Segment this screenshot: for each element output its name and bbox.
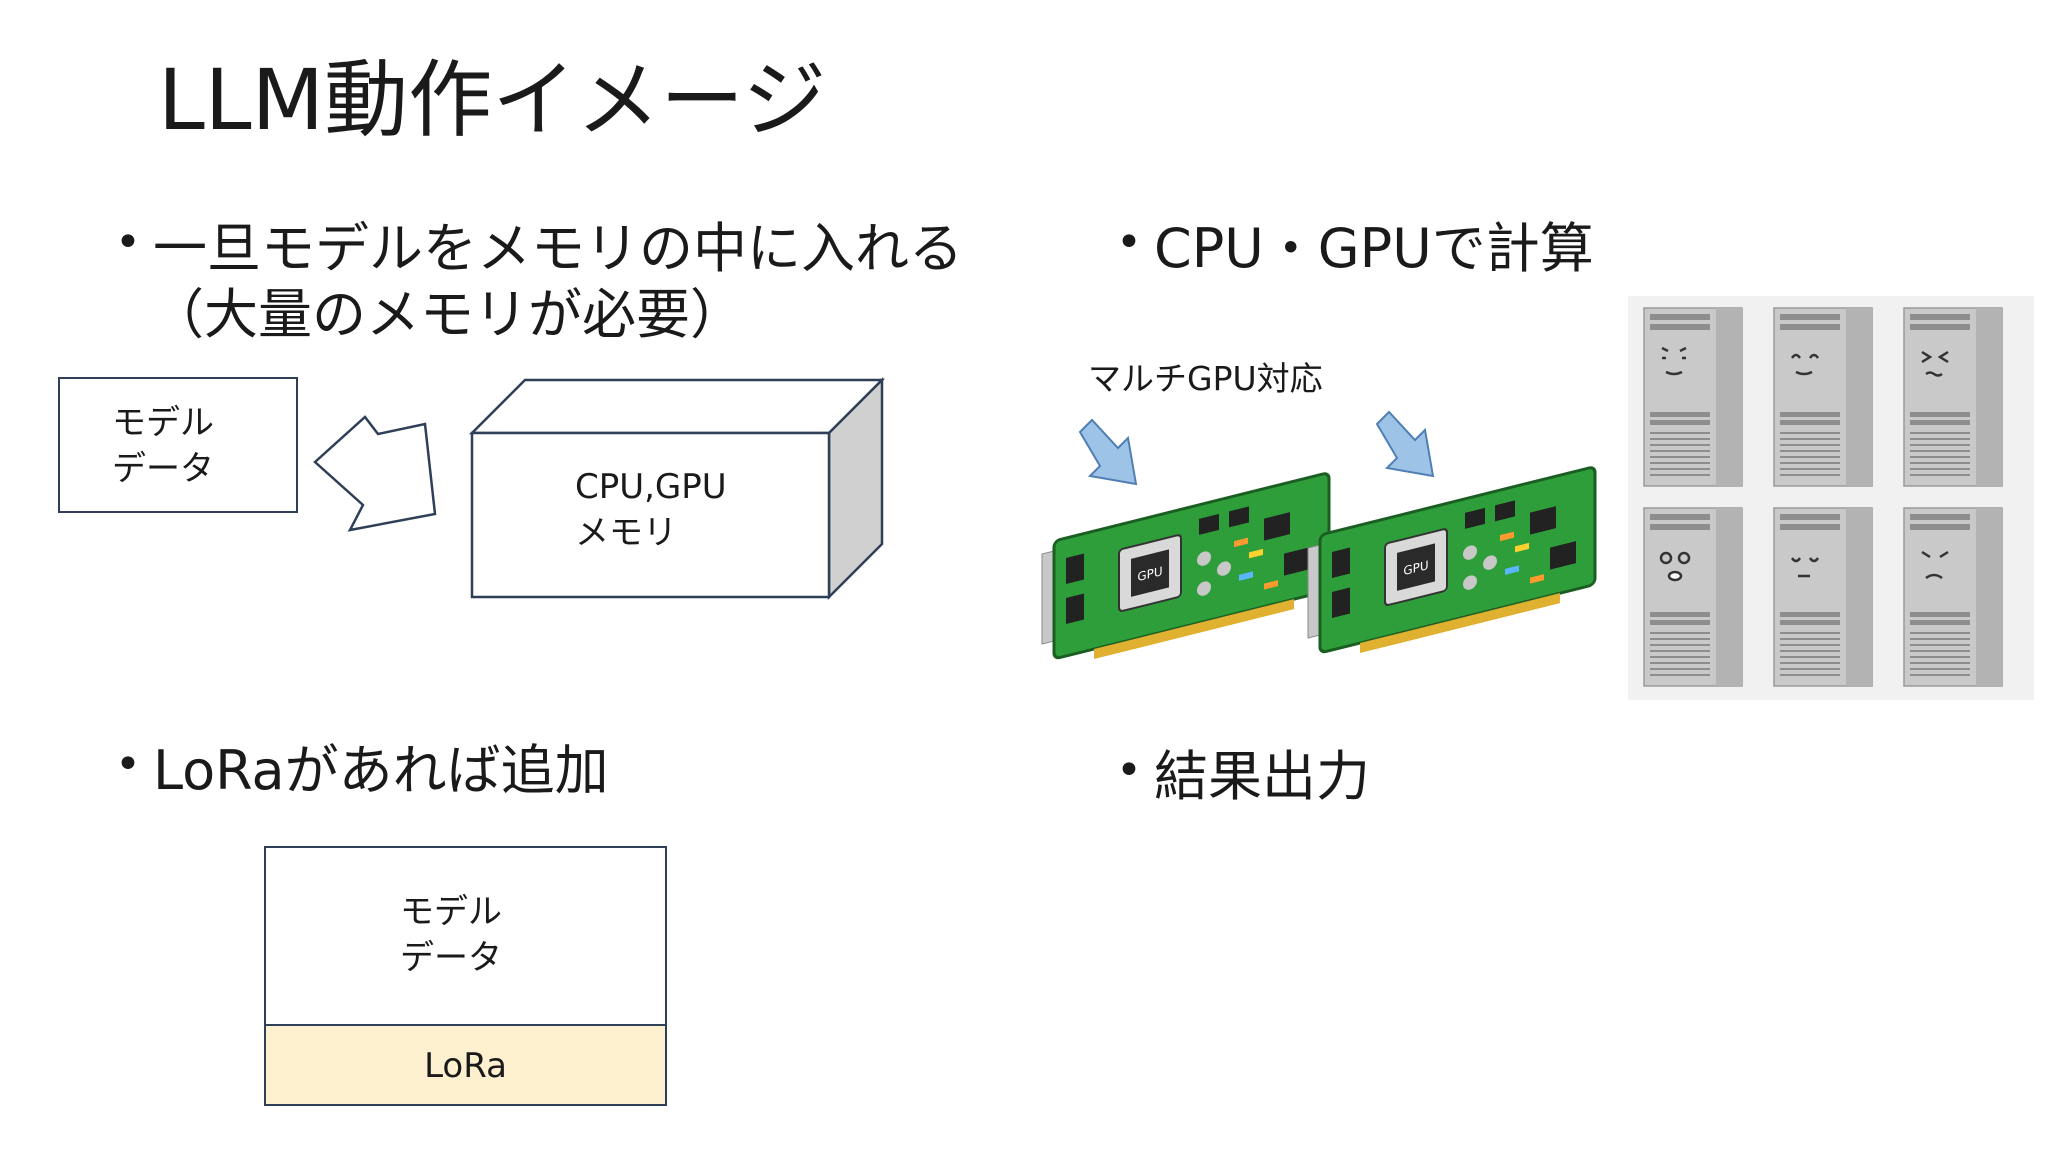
gpu-card-image: GPU	[1307, 466, 1597, 654]
load-arrow-icon	[313, 415, 437, 532]
bullet-dot: •	[115, 739, 141, 790]
bullet-output-text: 結果出力	[1154, 745, 1370, 808]
bullet-load-line2: （大量のメモリが必要）	[150, 283, 744, 346]
memory-cube-front	[470, 431, 831, 599]
server-tower	[1903, 307, 2003, 487]
bullet-output: • 結果出力	[1116, 744, 1370, 810]
gpu-chip-label: GPU	[1137, 564, 1162, 584]
stack-lora-box: LoRa	[264, 1024, 667, 1106]
memory-cube-line1: CPU,GPU	[575, 467, 727, 507]
stack-model-box: モデル データ	[264, 846, 667, 1026]
bullet-load-line1: 一旦モデルをメモリの中に入れる	[153, 217, 963, 280]
server-tower	[1773, 307, 1873, 487]
gpu-card-image: GPU	[1041, 472, 1331, 660]
bullet-dot: •	[1116, 217, 1142, 268]
stack-line2: データ	[400, 937, 502, 978]
server-tower	[1643, 507, 1743, 687]
server-tower	[1643, 307, 1743, 487]
bullet-compute-text: CPU・GPUで計算	[1154, 217, 1594, 280]
bullet-load-model: • 一旦モデルをメモリの中に入れる	[115, 216, 963, 282]
model-box-line2: データ	[112, 448, 214, 489]
slide-title: LLM動作イメージ	[158, 51, 827, 149]
memory-cube-line2: メモリ	[575, 512, 677, 553]
bullet-lora: • LoRaがあれば追加	[115, 738, 609, 804]
memory-cube-top	[468, 378, 886, 435]
bullet-dot: •	[1116, 745, 1142, 796]
model-data-box: モデル データ	[58, 377, 298, 513]
stack-lora-label: LoRa	[424, 1046, 507, 1086]
bullet-lora-text: LoRaがあれば追加	[153, 739, 609, 802]
bullet-dot: •	[115, 217, 141, 268]
memory-cube-label: CPU,GPU メモリ	[575, 465, 727, 557]
gpu-note: マルチGPU対応	[1088, 359, 1323, 398]
gpu-arrow-icon	[1375, 410, 1435, 478]
memory-cube	[468, 376, 886, 601]
server-tower	[1903, 507, 2003, 687]
gpu-arrow-icon	[1078, 418, 1138, 486]
gpu-chip-label: GPU	[1403, 558, 1428, 578]
bullet-compute: • CPU・GPUで計算	[1116, 216, 1594, 282]
stack-line1: モデル	[400, 892, 502, 932]
model-box-line1: モデル	[112, 403, 214, 443]
server-tower	[1773, 507, 1873, 687]
server-grid-image	[1628, 296, 2034, 700]
